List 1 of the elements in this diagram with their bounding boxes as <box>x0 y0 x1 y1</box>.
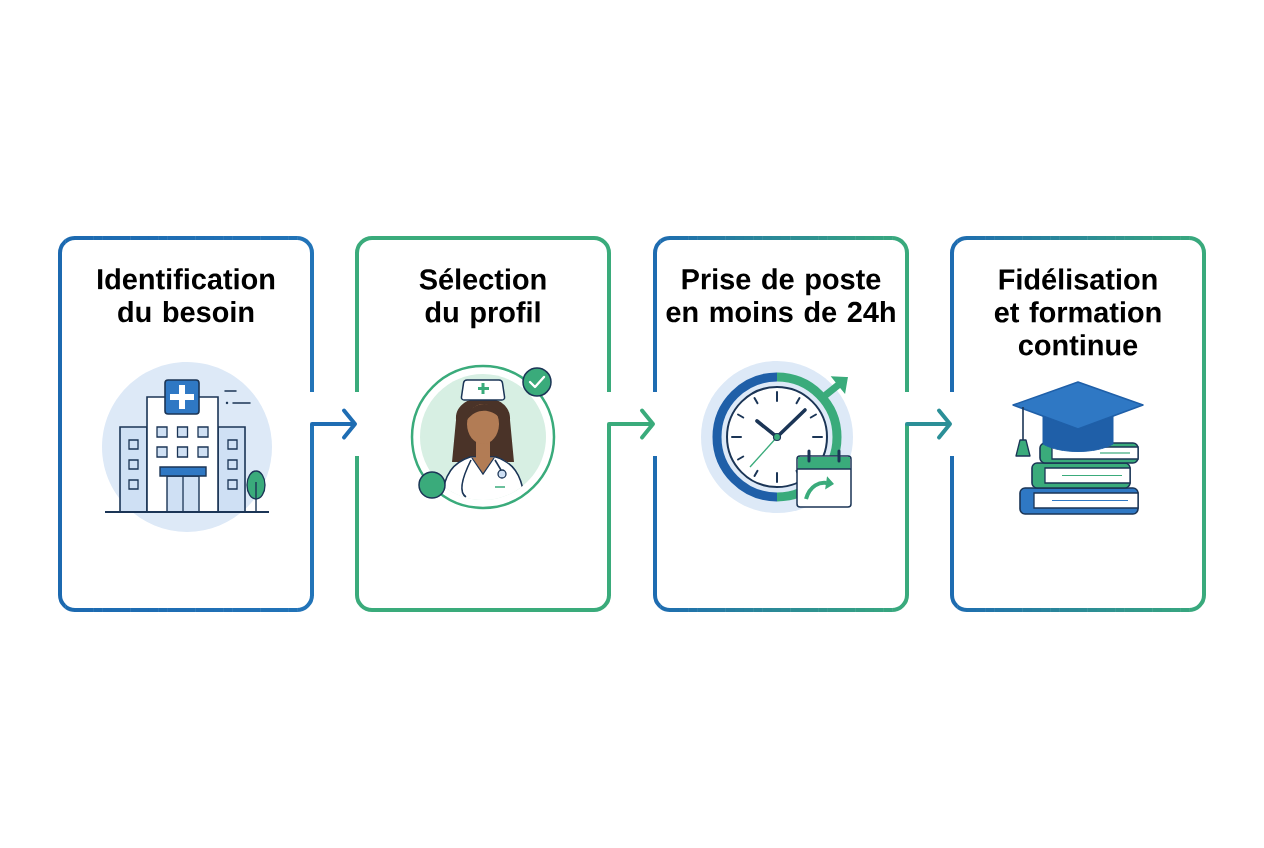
step-box: Sélection du profil <box>355 236 611 612</box>
